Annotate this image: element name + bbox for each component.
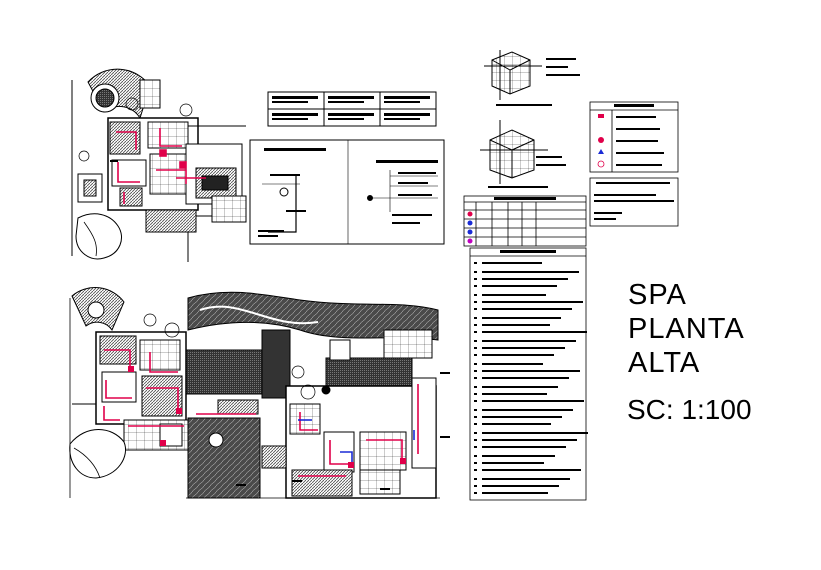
legend-symbols-box — [589, 101, 679, 173]
notes-box-small — [589, 177, 679, 227]
title-line-3: ALTA — [628, 347, 701, 379]
drawing-title: SPA PLANTA ALTA — [628, 278, 745, 380]
upper-floor-plan-main — [69, 287, 440, 499]
upper-plan-installations-red — [116, 128, 206, 204]
equipment-table — [463, 195, 587, 247]
title-line-2: PLANTA — [628, 313, 745, 345]
level-tags — [110, 160, 450, 490]
title-line-1: SPA — [628, 279, 687, 311]
main-plan-installations — [103, 349, 419, 477]
reference-table — [267, 91, 437, 127]
isometric-details — [480, 50, 580, 188]
general-notes-box — [469, 247, 588, 501]
upper-floor-plan-top — [71, 68, 247, 262]
drawing-scale: SC: 1:100 — [627, 394, 752, 425]
connection-detail-box — [249, 139, 445, 245]
